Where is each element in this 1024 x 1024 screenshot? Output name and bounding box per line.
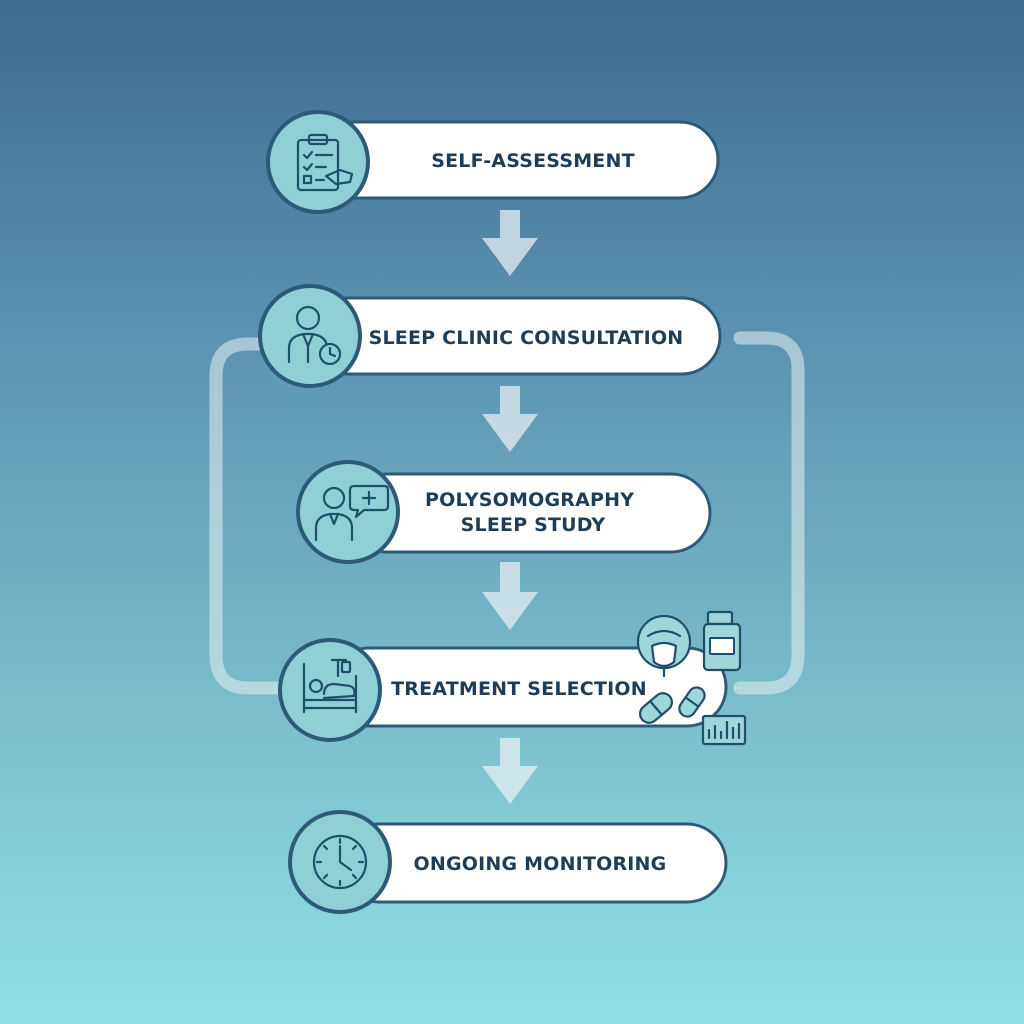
step-icon-circle: [266, 110, 370, 214]
step-ongoing-monitoring: ONGOING MONITORING: [288, 810, 728, 914]
step-label: POLYSOMOGRAPHY SLEEP STUDY: [425, 489, 641, 536]
pill-capsule-icon: [678, 686, 706, 718]
bar-chart-icon: [701, 714, 747, 746]
loop-line-left: [209, 337, 283, 695]
step-self-assessment: SELF-ASSESSMENT: [266, 110, 720, 214]
step-label: SELF-ASSESSMENT: [431, 150, 635, 172]
arrow-2: [482, 386, 538, 452]
doctor-speech-medical-icon: [314, 484, 390, 542]
arrow-1: [482, 210, 538, 276]
step-label: ONGOING MONITORING: [414, 853, 667, 875]
loop-line-right: [733, 331, 805, 695]
clock-icon: [312, 834, 368, 890]
step-treatment-selection: TREATMENT SELECTION: [278, 638, 728, 742]
arrow-4: [482, 738, 538, 804]
step-label: SLEEP CLINIC CONSULTATION: [369, 327, 684, 349]
step-polysomography-sleep-study: POLYSOMOGRAPHY SLEEP STUDY: [296, 460, 712, 564]
patient-bed-icon: [302, 658, 358, 714]
medicine-bottle-icon: [702, 610, 742, 672]
doctor-clock-icon: [287, 305, 342, 366]
step-icon-circle: [258, 284, 362, 388]
step-icon-circle: [278, 638, 382, 742]
arrow-3: [482, 562, 538, 630]
step-label: TREATMENT SELECTION: [391, 678, 647, 700]
pill-capsule-icon: [639, 692, 673, 724]
step-pill: [346, 472, 712, 554]
cpap-mask-icon: [636, 614, 692, 678]
clipboard-checklist-icon: [296, 133, 354, 192]
treatment-icons: [636, 610, 747, 746]
step-icon-circle: [296, 460, 400, 564]
step-sleep-clinic-consultation: SLEEP CLINIC CONSULTATION: [258, 284, 722, 388]
